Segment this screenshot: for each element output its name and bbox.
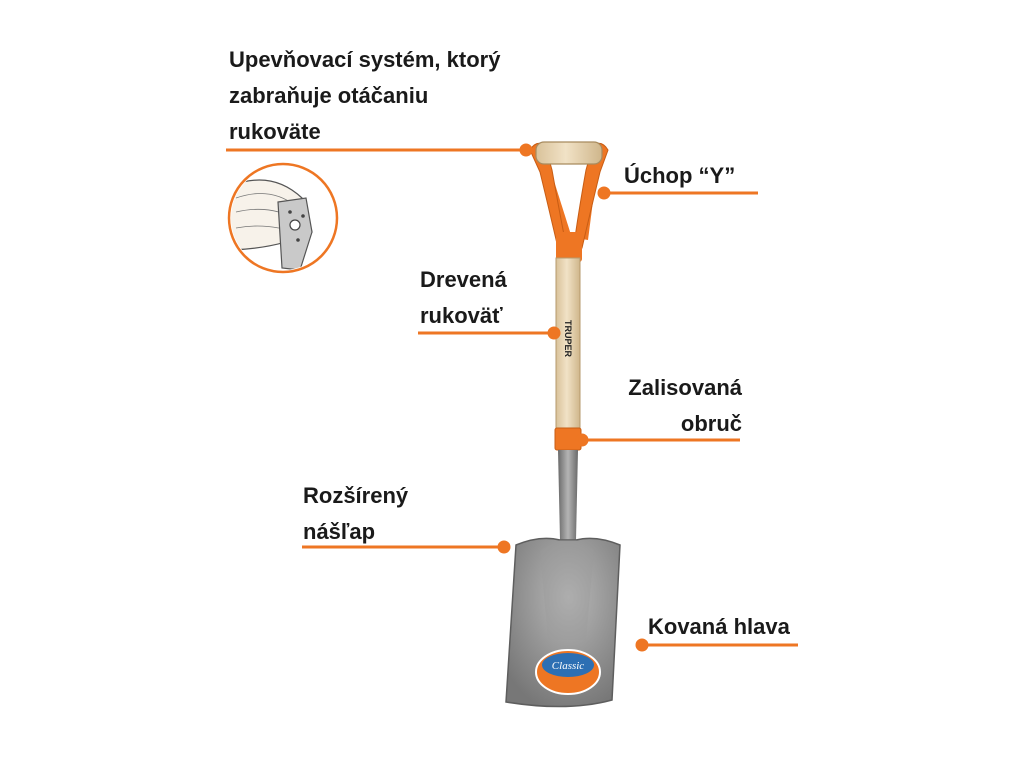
leader-dot-mounting-system <box>519 143 533 157</box>
callout-mounting-system-line-1: Upevňovací systém, ktorý <box>229 47 501 72</box>
callout-mounting-system-line-2: zabraňuje otáčaniu <box>229 83 429 108</box>
leader-dot-extended-step <box>497 540 511 554</box>
callout-wooden-handle-line-1: Drevená <box>420 267 507 292</box>
callout-forged-head: Kovaná hlava <box>648 609 790 645</box>
callout-grip-y: Úchop “Y” <box>624 158 735 194</box>
grip-crossbar <box>535 141 603 165</box>
callout-forged-head-text: Kovaná hlava <box>648 614 790 639</box>
wooden-handle <box>555 257 581 431</box>
mounting-detail-inset <box>227 162 339 274</box>
callout-wooden-handle-line-2: rukoväť <box>420 303 503 328</box>
callout-crimped-ring-line-1: Zalisovaná <box>628 375 742 400</box>
handle-brand-text: TRUPER <box>563 320 573 358</box>
shovel-neck <box>558 450 578 540</box>
callout-mounting-system: Upevňovací systém, ktorý zabraňuje otáča… <box>229 42 500 150</box>
callout-wooden-handle: Drevená rukoväť <box>420 262 507 334</box>
callout-lines <box>226 143 798 652</box>
leader-dot-forged-head <box>635 638 649 652</box>
blade-badge-text: Classic <box>552 660 585 672</box>
callout-crimped-ring: Zalisovaná obruč <box>600 370 742 442</box>
leader-dot-wooden-handle <box>547 326 561 340</box>
callout-mounting-system-line-3: rukoväte <box>229 119 321 144</box>
callout-extended-step: Rozšírený nášľap <box>303 478 408 550</box>
callout-extended-step-line-2: nášľap <box>303 519 376 544</box>
blade-badge: Classic <box>535 649 601 695</box>
y-grip <box>529 141 609 262</box>
callout-grip-y-text: Úchop “Y” <box>624 163 736 188</box>
callout-crimped-ring-line-2: obruč <box>680 411 742 436</box>
callout-extended-step-line-1: Rozšírený <box>303 483 409 508</box>
leader-dot-crimped-ring <box>575 433 589 447</box>
leader-dot-grip-y <box>597 186 611 200</box>
